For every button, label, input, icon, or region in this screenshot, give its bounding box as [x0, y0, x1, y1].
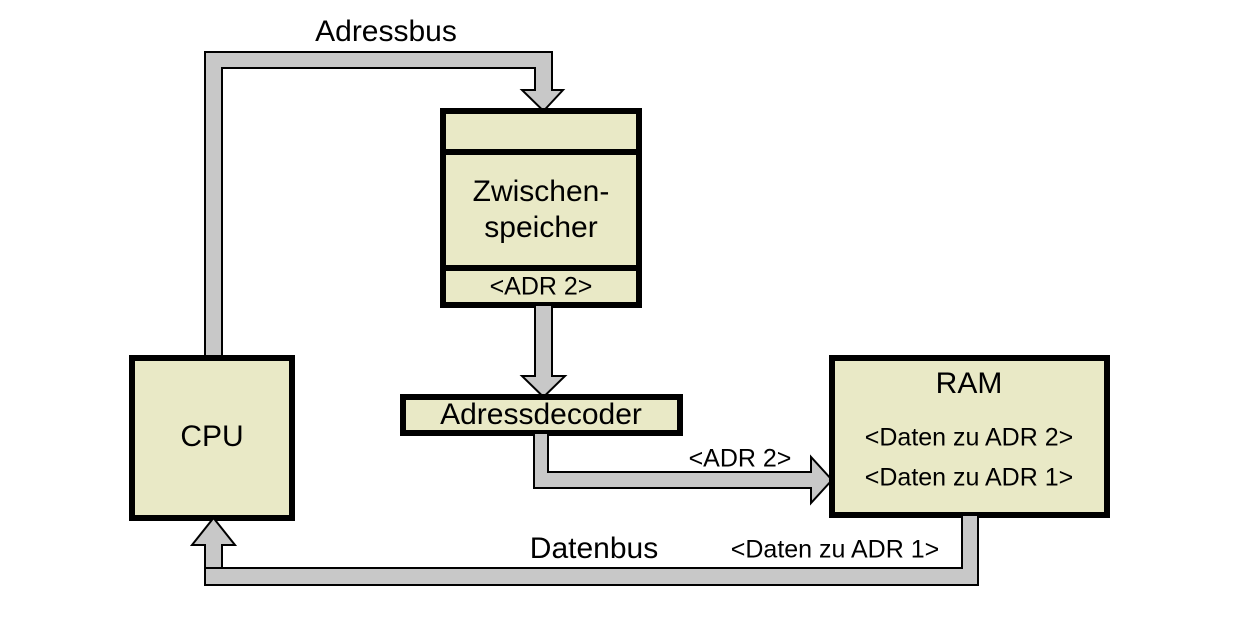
cpu-label: CPU: [180, 420, 243, 453]
adr2-arrow-path: [533, 432, 834, 506]
adressbus-connector: [204, 51, 566, 359]
adressdecoder-box[interactable]: Adressdecoder: [400, 394, 683, 436]
adressdecoder-label: Adressdecoder: [440, 398, 642, 431]
adressbus-path: [204, 51, 566, 359]
adressdecoder-frame: [400, 394, 683, 436]
adressbus-label: Adressbus: [315, 15, 457, 48]
zwischenspeicher-to-decoder-connector: [519, 304, 568, 399]
ram-box[interactable]: RAM <Daten zu ADR 2> <Daten zu ADR 1>: [829, 355, 1110, 518]
cpu-box[interactable]: CPU: [129, 355, 295, 521]
datenbus-arrowhead: [189, 516, 238, 569]
decoder-to-ram-connector: [533, 432, 834, 506]
zwischenspeicher-adr-cell: <ADR 2>: [490, 273, 593, 301]
decoder-to-ram-label: <ADR 2>: [689, 445, 792, 473]
ram-row-1: <Daten zu ADR 2>: [865, 424, 1073, 452]
zs-decoder-arrow: [519, 304, 568, 399]
datenbus-connector: [189, 514, 979, 586]
ram-title: RAM: [936, 367, 1003, 400]
datenbus-payload-label: <Daten zu ADR 1>: [731, 536, 939, 564]
zwischenspeicher-label-line2: speicher: [484, 211, 597, 244]
datenbus-label: Datenbus: [530, 532, 658, 565]
ram-row-2: <Daten zu ADR 1>: [865, 464, 1073, 492]
cpu-frame: [129, 355, 295, 521]
zwischenspeicher-label-line1: Zwischen-: [473, 175, 610, 208]
datenbus-path: [204, 514, 979, 586]
zwischenspeicher-box[interactable]: Zwischen- speicher <ADR 2>: [440, 108, 642, 308]
